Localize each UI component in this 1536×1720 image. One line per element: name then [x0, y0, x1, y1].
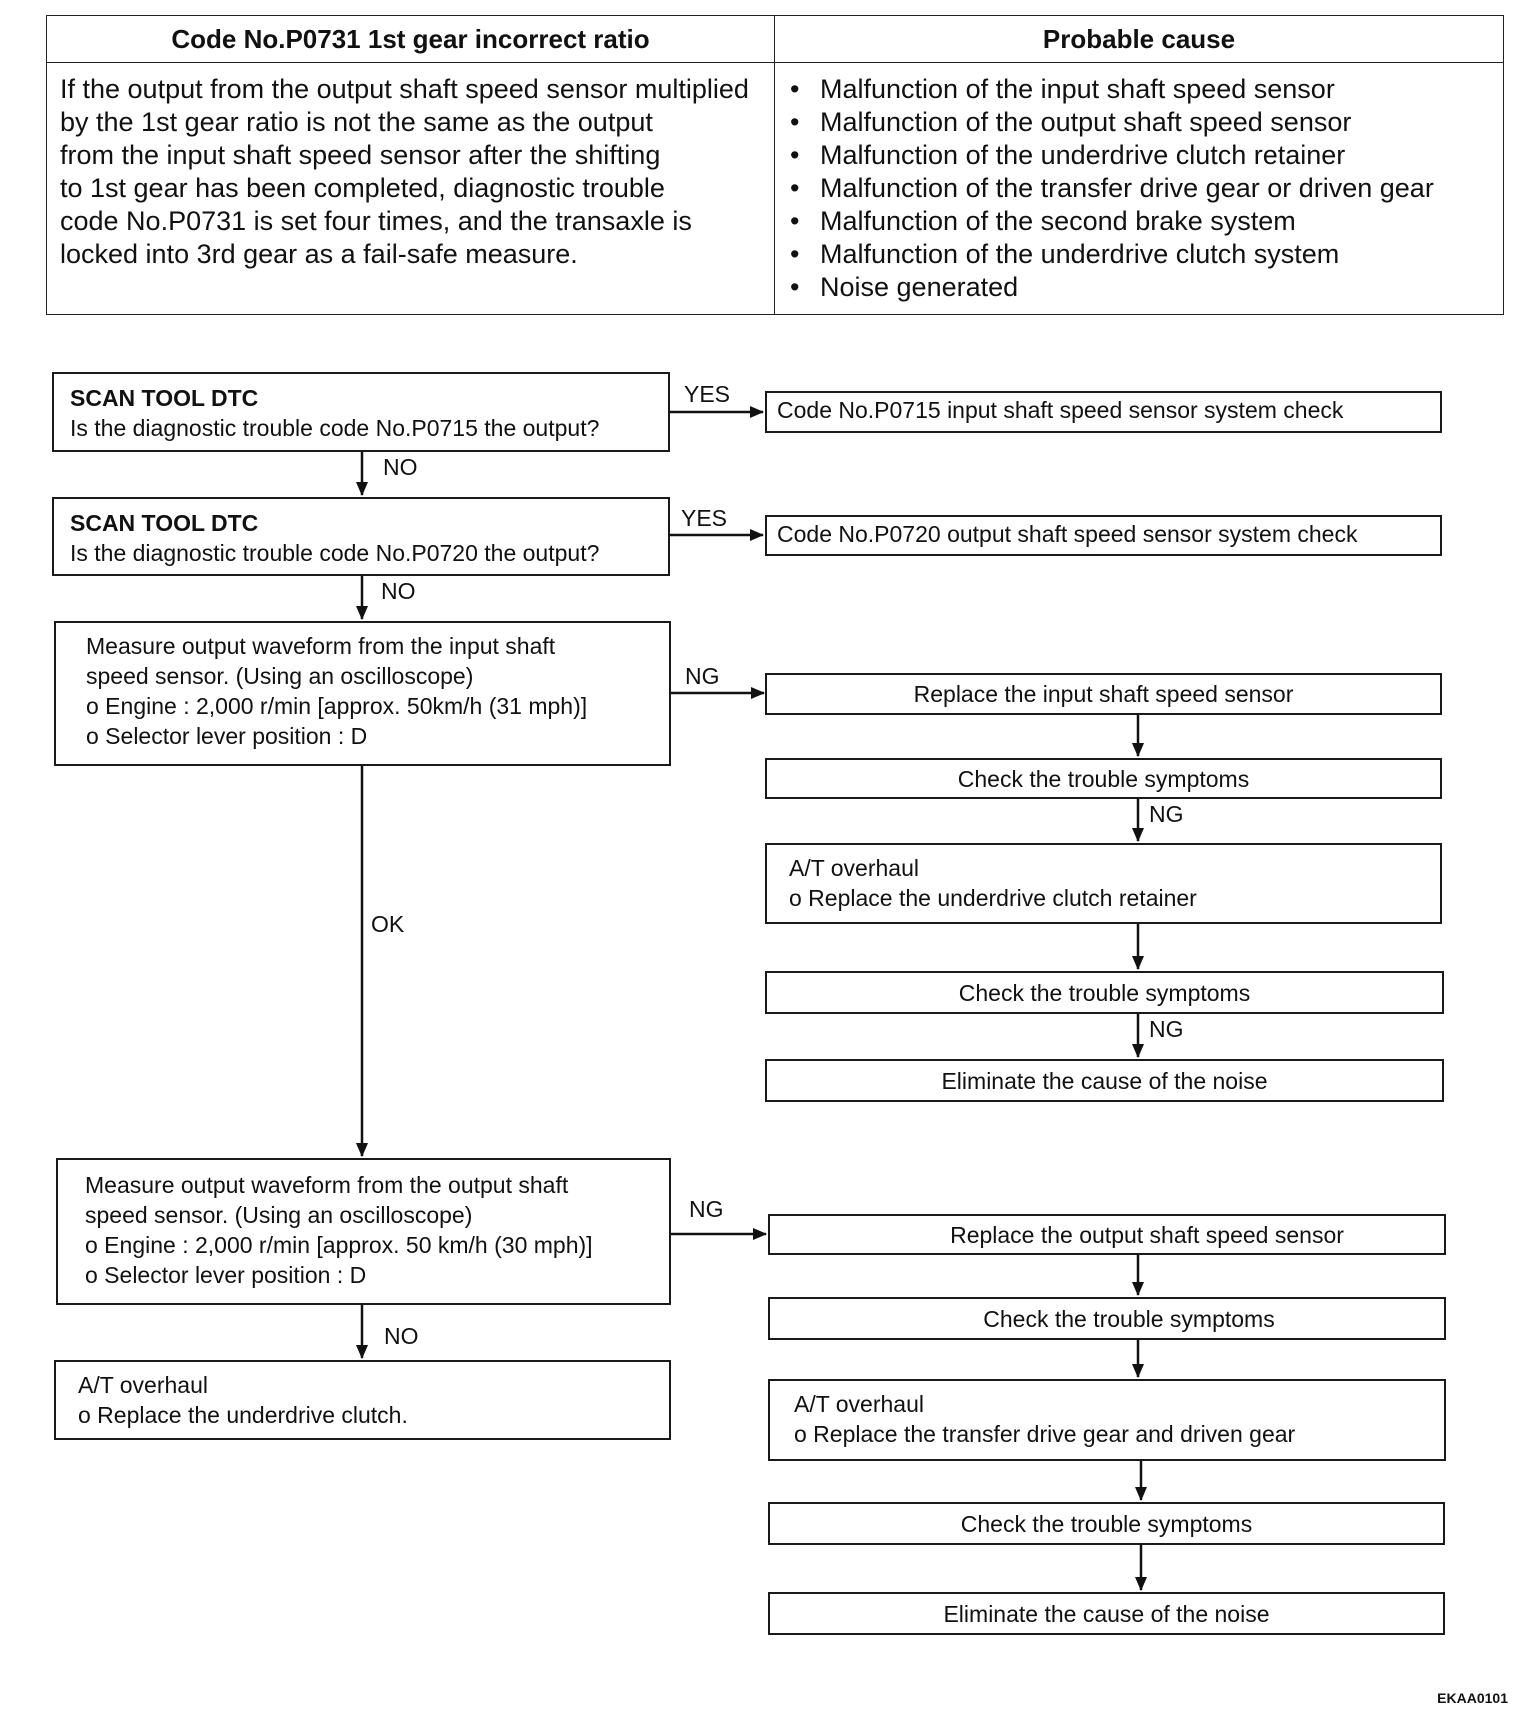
- cause-item: •Malfunction of the second brake system: [790, 206, 1296, 236]
- description-cell: If the output from the output shaft spee…: [46, 62, 775, 315]
- replace-output-sensor-text: Replace the output shaft speed sensor: [950, 1221, 1344, 1248]
- description-line: from the input shaft speed sensor after …: [60, 140, 661, 170]
- no-label: NO: [384, 1323, 419, 1349]
- yes-label: YES: [681, 505, 728, 531]
- cause-item: •Malfunction of the underdrive clutch sy…: [790, 239, 1340, 269]
- overhaul-item: o Replace the underdrive clutch retainer: [789, 885, 1197, 911]
- measure-line: o Engine : 2,000 r/min [approx. 50 km/h …: [85, 1232, 593, 1258]
- question-title: SCAN TOOL DTC: [70, 510, 259, 536]
- check-symptoms-box: Check the trouble symptoms: [765, 971, 1444, 1014]
- ng-label: NG: [1149, 1016, 1184, 1042]
- cause-item: •Noise generated: [790, 272, 1019, 302]
- p0715-check-text: Code No.P0715 input shaft speed sensor s…: [777, 397, 1344, 423]
- yes-label: YES: [684, 381, 731, 407]
- measure-line: o Selector lever position : D: [86, 723, 368, 749]
- ng-label: NG: [685, 663, 720, 689]
- check-symptoms-text: Check the trouble symptoms: [958, 979, 1251, 1006]
- ng-label: NG: [1149, 801, 1184, 827]
- measure-input-shaft-box: Measure output waveform from the input s…: [54, 621, 671, 766]
- causes-list: •Malfunction of the input shaft speed se…: [788, 73, 1493, 304]
- check-symptoms-box: Check the trouble symptoms: [768, 1502, 1445, 1545]
- question-text: Is the diagnostic trouble code No.P0720 …: [70, 540, 600, 566]
- cause-item: •Malfunction of the transfer drive gear …: [790, 173, 1434, 203]
- overhaul-retainer-box: A/T overhaul o Replace the underdrive cl…: [765, 843, 1442, 924]
- cause-item: •Malfunction of the input shaft speed se…: [790, 74, 1335, 104]
- info-table: Code No.P0731 1st gear incorrect ratio P…: [46, 15, 1504, 315]
- eliminate-noise-text: Eliminate the cause of the noise: [941, 1067, 1268, 1094]
- table-header-code: Code No.P0731 1st gear incorrect ratio: [46, 15, 775, 63]
- replace-input-sensor-box: Replace the input shaft speed sensor: [765, 673, 1442, 715]
- check-symptoms-text: Check the trouble symptoms: [983, 1305, 1275, 1332]
- description-line: by the 1st gear ratio is not the same as…: [60, 107, 653, 137]
- measure-output-shaft-box: Measure output waveform from the output …: [56, 1158, 671, 1305]
- ok-label: OK: [371, 911, 405, 937]
- p0720-check-box: Code No.P0720 output shaft speed sensor …: [765, 515, 1442, 556]
- eliminate-noise-box: Eliminate the cause of the noise: [768, 1592, 1445, 1635]
- bullet-icon: •: [790, 107, 800, 137]
- bullet-icon: •: [790, 74, 800, 104]
- replace-input-sensor-text: Replace the input shaft speed sensor: [913, 681, 1294, 707]
- question-title: SCAN TOOL DTC: [70, 385, 259, 411]
- check-symptoms-box: Check the trouble symptoms: [768, 1297, 1446, 1340]
- p0715-check-box: Code No.P0715 input shaft speed sensor s…: [765, 391, 1442, 433]
- measure-line: speed sensor. (Using an oscilloscope): [85, 1202, 473, 1228]
- overhaul-transfer-box: A/T overhaul o Replace the transfer driv…: [768, 1379, 1446, 1461]
- figure-code: EKAA0101: [1437, 1690, 1508, 1706]
- bullet-icon: •: [790, 173, 800, 203]
- description-line: If the output from the output shaft spee…: [60, 74, 749, 104]
- bullet-icon: •: [790, 140, 800, 170]
- overhaul-item: o Replace the transfer drive gear and dr…: [794, 1421, 1296, 1447]
- bullet-icon: •: [790, 272, 800, 302]
- description-line: locked into 3rd gear as a fail-safe meas…: [60, 239, 578, 269]
- causes-cell: •Malfunction of the input shaft speed se…: [774, 62, 1504, 315]
- cause-item: •Malfunction of the underdrive clutch re…: [790, 140, 1346, 170]
- overhaul-title: A/T overhaul: [78, 1372, 208, 1398]
- measure-line: o Selector lever position : D: [85, 1262, 367, 1288]
- description-line: code No.P0731 is set four times, and the…: [60, 206, 692, 236]
- p0720-check-text: Code No.P0720 output shaft speed sensor …: [777, 521, 1358, 547]
- overhaul-title: A/T overhaul: [794, 1391, 924, 1417]
- check-symptoms-text: Check the trouble symptoms: [960, 1510, 1253, 1537]
- overhaul-title: A/T overhaul: [789, 855, 919, 881]
- measure-line: speed sensor. (Using an oscilloscope): [86, 663, 474, 689]
- overhaul-item: o Replace the underdrive clutch.: [78, 1402, 408, 1428]
- replace-output-sensor-box: Replace the output shaft speed sensor: [768, 1214, 1446, 1255]
- question-text: Is the diagnostic trouble code No.P0715 …: [70, 415, 600, 441]
- cause-item: •Malfunction of the output shaft speed s…: [790, 107, 1352, 137]
- check-symptoms-text: Check the trouble symptoms: [957, 765, 1250, 792]
- question-p0720-box: SCAN TOOL DTC Is the diagnostic trouble …: [52, 497, 670, 576]
- bullet-icon: •: [790, 239, 800, 269]
- question-p0715-box: SCAN TOOL DTC Is the diagnostic trouble …: [52, 372, 670, 452]
- description-line: to 1st gear has been completed, diagnost…: [60, 173, 665, 203]
- no-label: NO: [383, 454, 418, 480]
- bullet-icon: •: [790, 206, 800, 236]
- overhaul-clutch-box: A/T overhaul o Replace the underdrive cl…: [54, 1360, 671, 1440]
- eliminate-noise-text: Eliminate the cause of the noise: [943, 1600, 1270, 1627]
- eliminate-noise-box: Eliminate the cause of the noise: [765, 1059, 1444, 1102]
- measure-line: Measure output waveform from the output …: [85, 1172, 569, 1198]
- measure-line: o Engine : 2,000 r/min [approx. 50km/h (…: [86, 693, 588, 719]
- check-symptoms-box: Check the trouble symptoms: [765, 758, 1442, 799]
- ng-label: NG: [689, 1196, 724, 1222]
- no-label: NO: [381, 578, 416, 604]
- measure-line: Measure output waveform from the input s…: [86, 633, 556, 659]
- table-header-cause: Probable cause: [774, 15, 1504, 63]
